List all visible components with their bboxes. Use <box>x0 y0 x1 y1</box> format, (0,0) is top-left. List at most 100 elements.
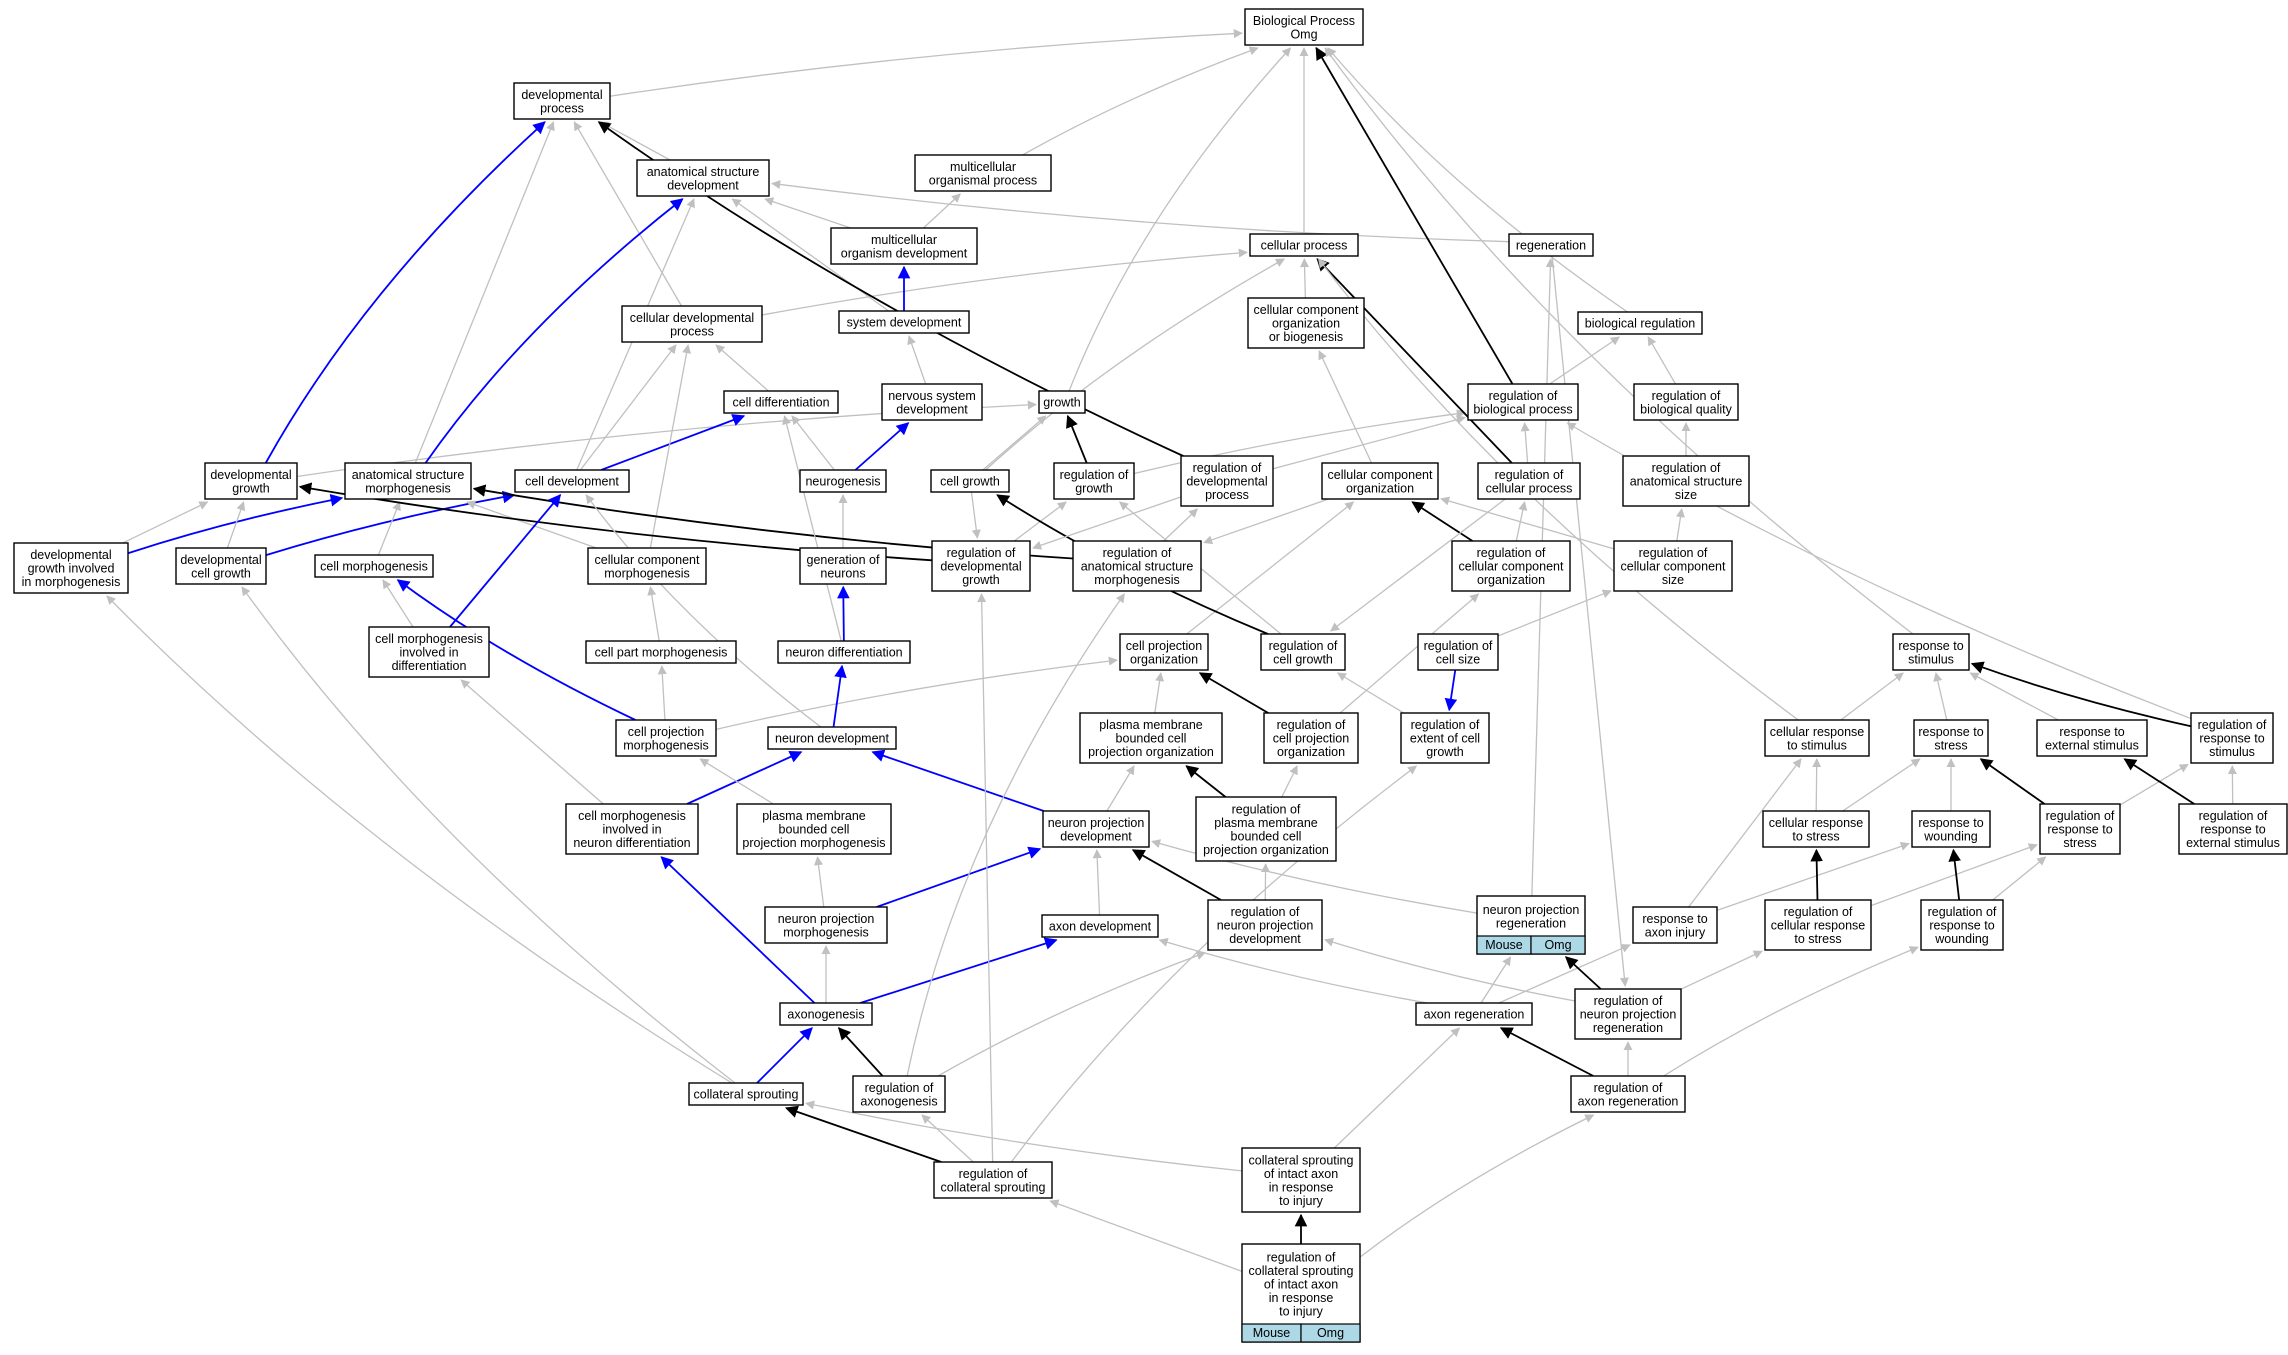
node-label-line: growth <box>1043 396 1081 410</box>
edge-regaxgen-to-regnpd <box>937 951 1206 1077</box>
species-tab-omg[interactable] <box>1300 1323 1361 1343</box>
node-cellmorph[interactable]: cell morphogenesis <box>314 554 434 578</box>
node-neurogen[interactable]: neurogenesis <box>799 469 887 493</box>
species-tab-omg[interactable] <box>1530 935 1586 955</box>
node-label-line: neuron differentiation <box>785 646 902 660</box>
node-sysdev[interactable]: system development <box>838 310 970 334</box>
node-neurdev[interactable]: neuron development <box>767 726 897 750</box>
node-box <box>1249 233 1359 257</box>
node-label-line: cellular component <box>1328 468 1433 482</box>
node-label-line: biological quality <box>1640 402 1732 416</box>
node-axdev[interactable]: axon development <box>1041 914 1159 938</box>
node-neurdiff[interactable]: neuron differentiation <box>777 640 911 664</box>
node-label-line: wounding <box>1934 932 1989 946</box>
node-box <box>881 383 983 421</box>
node-label-line: regulation of <box>1193 461 1262 475</box>
node-label-line: cell projection <box>1126 639 1202 653</box>
node-label-line: stress <box>1934 738 1967 752</box>
node-celldev[interactable]: cell development <box>514 469 630 493</box>
node-cpm[interactable]: cell part morphogenesis <box>585 640 737 664</box>
node-regen[interactable]: regeneration <box>1508 233 1594 257</box>
node-axonogen[interactable]: axonogenesis <box>779 1002 873 1026</box>
edge-rtai-to-crts <box>1688 758 1802 908</box>
node-label-line: or biogenesis <box>1269 330 1343 344</box>
node-label-line: regulation of <box>1269 639 1338 653</box>
node-label-line: organization <box>1477 573 1545 587</box>
edge-regcsia-to-regcollspr <box>1049 1199 1243 1272</box>
node-cellgrowth[interactable]: cell growth <box>930 469 1010 493</box>
edge-regaxregen-to-axregen <box>1499 1027 1594 1077</box>
node-box <box>1467 383 1579 421</box>
node-cellproc[interactable]: cellular process <box>1249 233 1359 257</box>
node-bioreg[interactable]: biological regulation <box>1577 311 1703 335</box>
node-label-line: regulation of <box>1060 468 1129 482</box>
node-growth[interactable]: growth <box>1038 390 1086 414</box>
species-tab-label: Omg <box>1317 1326 1344 1340</box>
node-axregen[interactable]: axon regeneration <box>1415 1002 1533 1026</box>
node-celldiff[interactable]: cell differentiation <box>723 390 839 414</box>
node-box <box>1764 719 1870 757</box>
node-label-line: anatomical structure <box>1081 560 1194 574</box>
node-collspr[interactable]: collateral sprouting <box>688 1082 804 1106</box>
node-box <box>1913 719 1989 757</box>
